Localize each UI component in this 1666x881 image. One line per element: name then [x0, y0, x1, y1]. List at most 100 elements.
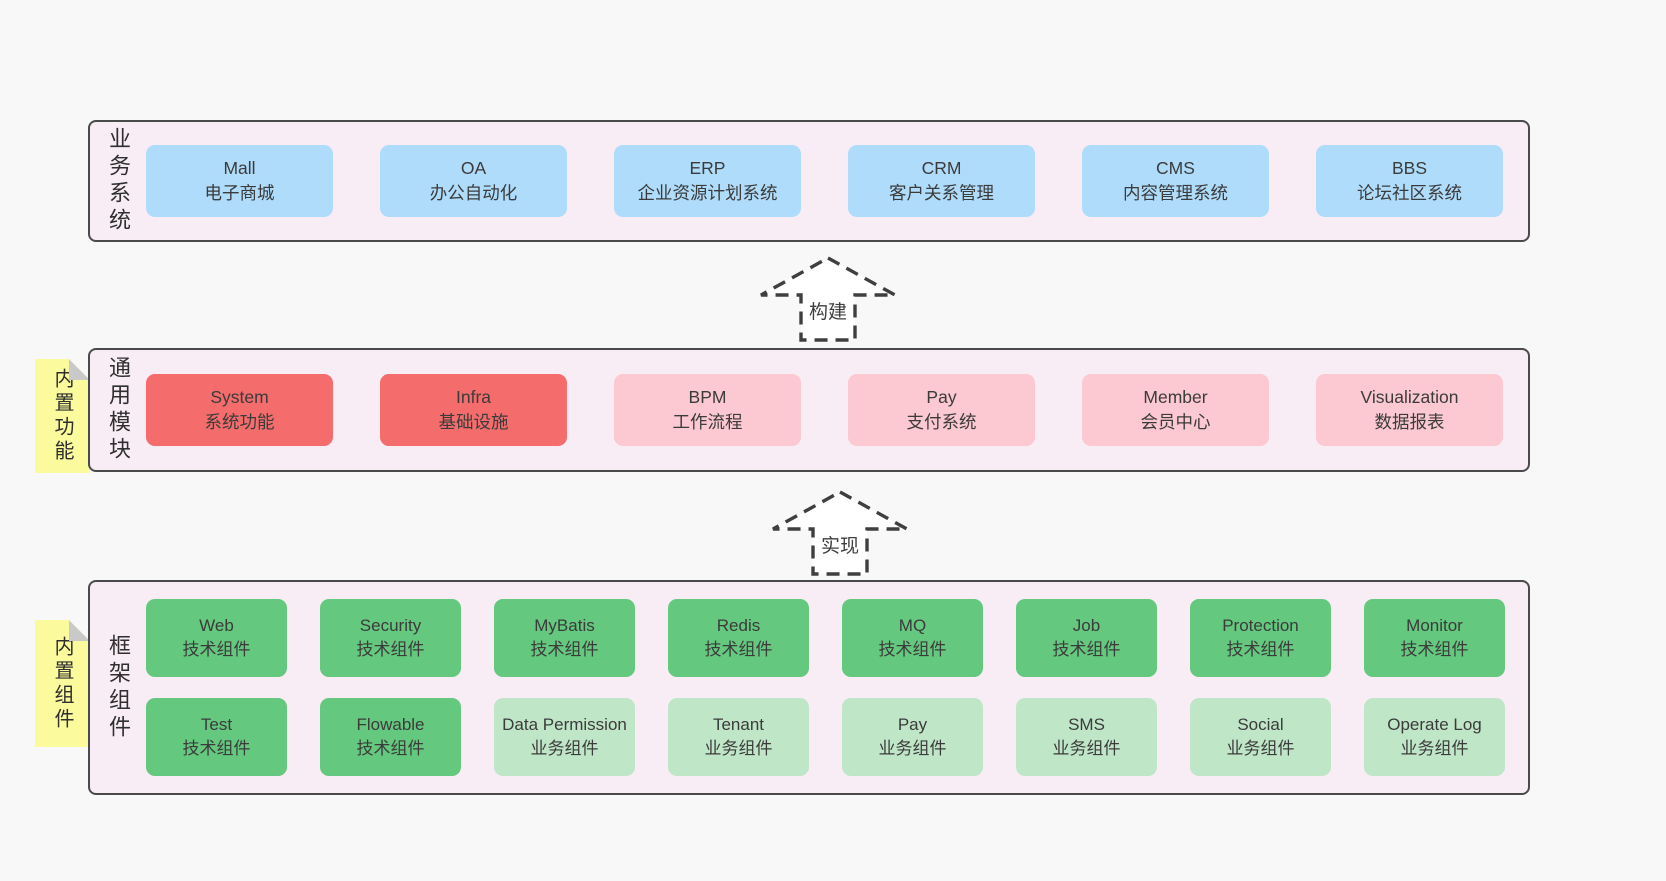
component-title: Social [1237, 715, 1284, 734]
component-title: CRM [921, 158, 962, 178]
sticky-tab-text: 内置组件 [51, 635, 73, 732]
sticky-tab-built-in-features: 内置功能 [35, 359, 90, 473]
component-subtitle: 业务组件 [1226, 739, 1295, 758]
component-title: Infra [455, 387, 492, 407]
component-box-visualization: Visualization 数据报表 [1316, 374, 1503, 446]
component-subtitle: 工作流程 [672, 412, 743, 432]
component-title: Tenant [712, 715, 765, 734]
component-title: System [210, 387, 269, 407]
component-subtitle: 技术组件 [182, 739, 251, 758]
component-box-crm: CRM 客户关系管理 [848, 145, 1035, 217]
component-title: Security [359, 616, 422, 635]
component-subtitle: 业务组件 [1400, 739, 1469, 758]
component-box-redis: Redis 技术组件 [668, 599, 809, 677]
component-subtitle: 基础设施 [438, 412, 509, 432]
component-box-infra: Infra 基础设施 [380, 374, 567, 446]
component-title: Job [1072, 616, 1101, 635]
component-row: System 系统功能 Infra 基础设施 BPM 工作流程 Pay 支付系统 Member 会… [146, 374, 1528, 446]
layer-label-text: 框架组件 [106, 633, 131, 742]
component-subtitle: 技术组件 [1052, 640, 1121, 659]
component-subtitle: 数据报表 [1374, 412, 1445, 432]
component-box-bpm: BPM 工作流程 [614, 374, 801, 446]
arrow-implement: 实现 [770, 489, 910, 577]
layer-label-business-systems: 业务系统 [90, 122, 146, 240]
component-box-mq: MQ 技术组件 [842, 599, 983, 677]
layer-label-text: 通用模块 [106, 356, 131, 464]
component-subtitle: 论坛社区系统 [1357, 183, 1462, 203]
component-box-flowable: Flowable 技术组件 [320, 698, 461, 776]
component-title: Monitor [1406, 616, 1463, 635]
component-title: Pay [897, 715, 928, 734]
component-subtitle: 会员中心 [1140, 412, 1211, 432]
layer-label-common-modules: 通用模块 [90, 350, 146, 470]
component-title: MQ [898, 616, 927, 635]
layer-common-modules: 通用模块 System 系统功能 Infra 基础设施 BPM 工作流程 Pay 支付系统 Me… [88, 348, 1530, 472]
component-subtitle: 技术组件 [878, 640, 947, 659]
component-title: Flowable [356, 715, 425, 734]
component-box-data-permission: Data Permission 业务组件 [494, 698, 635, 776]
component-box-pay: Pay 支付系统 [848, 374, 1035, 446]
arrow-implement-label: 实现 [818, 531, 862, 558]
component-subtitle: 客户关系管理 [889, 183, 994, 203]
component-subtitle: 技术组件 [530, 640, 599, 659]
component-title: Pay [926, 387, 957, 407]
component-title: Test [200, 715, 233, 734]
component-title: Visualization [1360, 387, 1459, 407]
component-title: Redis [716, 616, 761, 635]
component-title: Member [1143, 387, 1208, 407]
component-subtitle: 业务组件 [878, 739, 947, 758]
component-box-security: Security 技术组件 [320, 599, 461, 677]
component-title: BPM [688, 387, 727, 407]
component-subtitle: 业务组件 [530, 739, 599, 758]
arrow-build: 构建 [758, 255, 898, 343]
arrow-build-label: 构建 [806, 297, 850, 324]
component-box-job: Job 技术组件 [1016, 599, 1157, 677]
component-subtitle: 业务组件 [704, 739, 773, 758]
folded-corner-icon [69, 359, 90, 380]
folded-corner-icon [69, 620, 90, 641]
component-box-web: Web 技术组件 [146, 599, 287, 677]
component-box-bbs: BBS 论坛社区系统 [1316, 145, 1503, 217]
sticky-tab-built-in-components: 内置组件 [35, 620, 90, 747]
component-title: OA [460, 158, 487, 178]
component-box-system: System 系统功能 [146, 374, 333, 446]
component-box-protection: Protection 技术组件 [1190, 599, 1331, 677]
common-modules-boxes: System 系统功能 Infra 基础设施 BPM 工作流程 Pay 支付系统 Member 会… [146, 350, 1528, 470]
component-title: CMS [1156, 158, 1195, 178]
component-box-test: Test 技术组件 [146, 698, 287, 776]
component-title: Mall [223, 158, 256, 178]
layer-label-framework-components: 框架组件 [90, 582, 146, 793]
component-subtitle: 业务组件 [1052, 739, 1121, 758]
component-title: Operate Log [1387, 715, 1482, 734]
component-title: Web [199, 616, 234, 635]
component-subtitle: 电子商城 [204, 183, 275, 203]
component-title: Protection [1222, 616, 1299, 635]
component-title: BBS [1391, 158, 1428, 178]
component-subtitle: 系统功能 [204, 412, 275, 432]
component-subtitle: 办公自动化 [429, 183, 518, 203]
layer-label-text: 业务系统 [106, 127, 131, 235]
component-title: SMS [1068, 715, 1105, 734]
component-box-tenant: Tenant 业务组件 [668, 698, 809, 776]
component-subtitle: 技术组件 [356, 640, 425, 659]
component-subtitle: 技术组件 [1226, 640, 1295, 659]
component-subtitle: 内容管理系统 [1123, 183, 1228, 203]
component-subtitle: 技术组件 [182, 640, 251, 659]
component-box-operate-log: Operate Log 业务组件 [1364, 698, 1505, 776]
component-subtitle: 支付系统 [906, 412, 977, 432]
component-subtitle: 技术组件 [356, 739, 425, 758]
component-subtitle: 技术组件 [704, 640, 773, 659]
component-title: Data Permission [502, 715, 627, 734]
component-box-pay: Pay 业务组件 [842, 698, 983, 776]
component-box-oa: OA 办公自动化 [380, 145, 567, 217]
